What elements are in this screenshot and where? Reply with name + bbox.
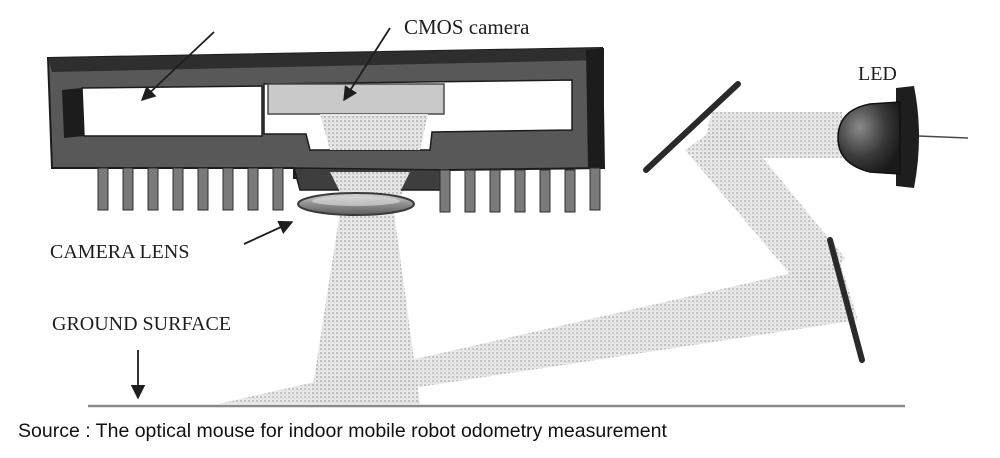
mirror-icon (643, 81, 865, 363)
cmos-sensor (267, 83, 445, 115)
upper-mirror (643, 81, 741, 173)
label-cmos-camera: CMOS camera (404, 15, 530, 39)
label-camera-lens: CAMERA LENS (50, 241, 189, 263)
lower-mirror (827, 237, 865, 363)
pointer-arrows (130, 27, 391, 400)
arrow-icon (243, 220, 294, 245)
mouse-housing (46, 46, 606, 192)
housing-left-cavity (81, 85, 263, 137)
label-ground-surface: GROUND SURFACE (52, 313, 231, 335)
lens-icon (297, 192, 415, 216)
beam-ground-to-lens (310, 212, 420, 404)
label-led: LED (858, 63, 897, 85)
led-icon (837, 86, 969, 188)
beam-mirror-to-mirror (685, 118, 845, 300)
source-caption: Source : The optical mouse for indoor mo… (18, 420, 667, 442)
arrow-icon (343, 27, 391, 102)
housing-pins (97, 167, 601, 213)
arrow-icon (140, 31, 215, 101)
